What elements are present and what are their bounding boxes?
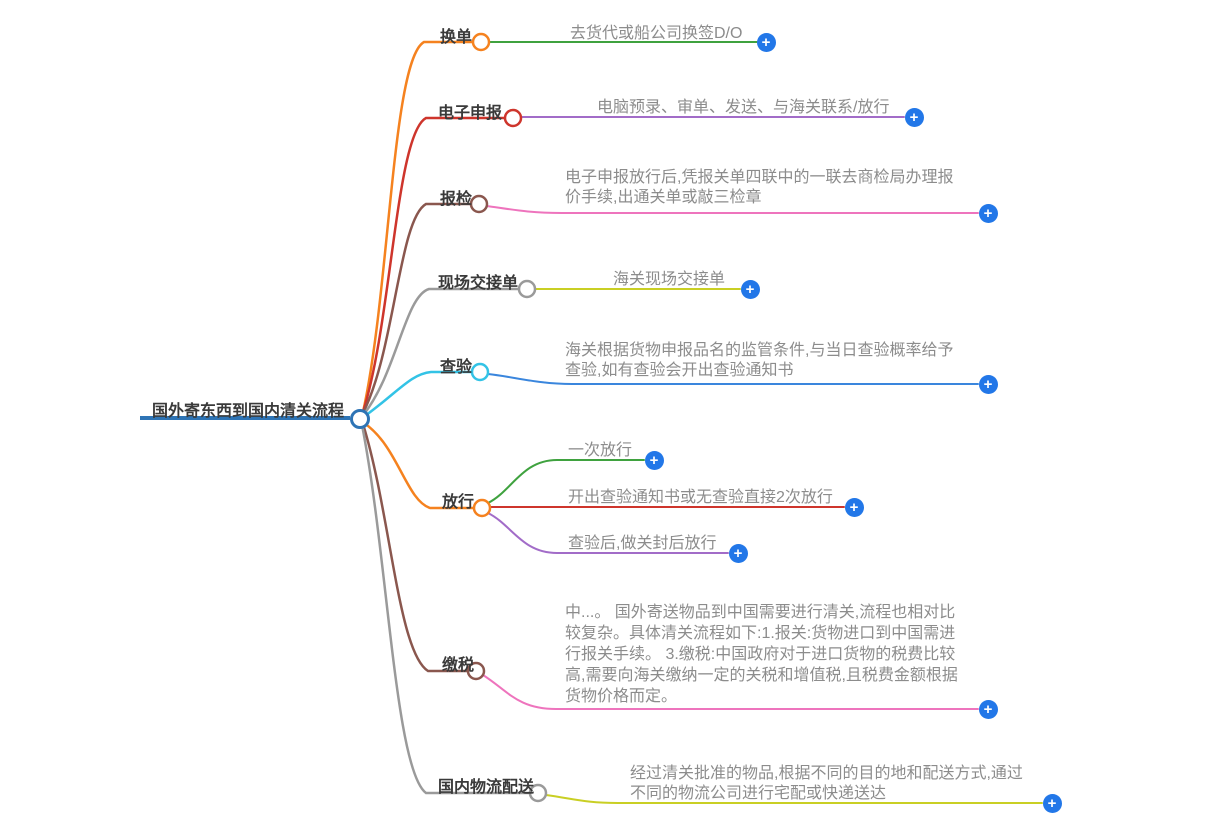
branch-1-node-circle[interactable] [471,32,491,52]
root-topic[interactable]: 国外寄东西到国内清关流程 [152,403,345,420]
add-node-button-jiaoshui[interactable]: + [978,699,998,719]
add-node-button-chayan[interactable]: + [978,374,998,394]
topic-baojian[interactable]: 报检 [440,191,473,208]
topic-jiaoshui[interactable]: 缴税 [442,657,475,674]
topic-chayan[interactable]: 查验 [440,359,473,376]
root-node-circle[interactable] [350,409,370,429]
child-fangxing-guanfeng[interactable]: 查验后,做关封后放行 [568,534,716,554]
add-node-button-ercifangxing[interactable]: + [844,497,864,517]
child-jiaoshui-detail[interactable]: 中...。 国外寄送物品到中国需要进行清关,流程也相对比 较复杂。具体清关流程如… [565,602,958,707]
branch-7-node-circle[interactable] [466,661,486,681]
child-6-1-underline [487,459,645,504]
text-line: 一次放行 [568,442,633,459]
child-baojian-detail[interactable]: 电子申报放行后,凭报关单四联中的一联去商检局办理报 价手续,出通关单或敲三检章 [565,168,953,208]
text-line: 海关现场交接单 [613,271,726,288]
text-line: 去货代或船公司换签D/O [570,25,743,42]
branch-3-node-circle[interactable] [469,194,489,214]
text-line: 查验后,做关封后放行 [568,535,717,552]
text-line: 高,需要向海关缴纳一定的关税和增值税,且税费金额根据 [565,667,958,684]
topic-fangxing[interactable]: 放行 [442,494,475,511]
branch-7-line [361,422,469,673]
add-node-button-guanfeng[interactable]: + [728,543,748,563]
branch-6-line [362,421,476,510]
branch-5-line [363,370,473,418]
text-line: 价手续,出通关单或敲三检章 [565,189,762,206]
text-line: 查验,如有查验会开出查验通知书 [565,362,794,379]
child-fangxing-ercifangxing[interactable]: 开出查验通知书或无查验直接2次放行 [568,488,833,508]
branch-4-node-circle[interactable] [517,279,537,299]
add-node-button-dianzishenbao[interactable]: + [904,107,924,127]
text-line: 较复杂。具体清关流程如下:1.报关:货物进口到中国需进 [565,625,956,642]
child-5-1-underline [487,373,979,385]
topic-xianchangjiaojiedan[interactable]: 现场交接单 [438,275,519,292]
child-fangxing-yici[interactable]: 一次放行 [568,441,632,461]
topic-guoneiwuliu[interactable]: 国内物流配送 [438,779,535,796]
child-wuliu-detail[interactable]: 经过清关批准的物品,根据不同的目的地和配送方式,通过 不同的物流公司进行宅配或快… [630,764,1023,804]
text-line: 电脑预录、审单、发送、与海关联系/放行 [597,99,890,116]
text-line: 中...。 国外寄送物品到中国需要进行清关,流程也相对比 [565,604,956,621]
branch-1-line [361,40,474,414]
text-line: 海关根据货物申报品名的监管条件,与当日查验概率给予 [565,342,954,359]
topic-dianzishenbao[interactable]: 电子申报 [438,105,503,122]
add-node-button-xianchang[interactable]: + [740,279,760,299]
branch-6-node-circle[interactable] [472,498,492,518]
add-node-button-wuliu[interactable]: + [1042,793,1062,813]
child-xianchang-detail[interactable]: 海关现场交接单 [613,270,725,290]
text-line: 不同的物流公司进行宅配或快递送达 [630,785,887,802]
child-huandan-detail[interactable]: 去货代或船公司换签D/O [570,24,742,44]
child-chayan-detail[interactable]: 海关根据货物申报品名的监管条件,与当日查验概率给予 查验,如有查验会开出查验通知… [565,341,953,381]
branch-3-line [361,202,472,415]
branch-8-line [360,423,531,795]
add-node-button-huandan[interactable]: + [756,32,776,52]
branch-2-node-circle[interactable] [503,108,523,128]
text-line: 电子申报放行后,凭报关单四联中的一联去商检局办理报 [565,169,954,186]
topic-huandan[interactable]: 换单 [440,29,473,46]
branch-4-line [362,287,520,416]
text-line: 货物价格而定。 [565,688,678,705]
child-dianzishenbao-detail[interactable]: 电脑预录、审单、发送、与海关联系/放行 [597,98,889,118]
child-8-1-underline [545,794,1043,804]
branch-8-node-circle[interactable] [528,783,548,803]
text-line: 经过清关批准的物品,根据不同的目的地和配送方式,通过 [630,765,1023,782]
branch-2-line [361,116,506,414]
child-7-1-underline [482,674,979,710]
child-6-3-underline [487,512,729,554]
text-line: 开出查验通知书或无查验直接2次放行 [568,489,833,506]
add-node-button-yicifangxing[interactable]: + [644,450,664,470]
child-3-1-underline [486,205,979,214]
branch-5-node-circle[interactable] [470,362,490,382]
add-node-button-baojian[interactable]: + [978,203,998,223]
text-line: 行报关手续。 3.缴税:中国政府对于进口货物的税费比较 [565,646,956,663]
